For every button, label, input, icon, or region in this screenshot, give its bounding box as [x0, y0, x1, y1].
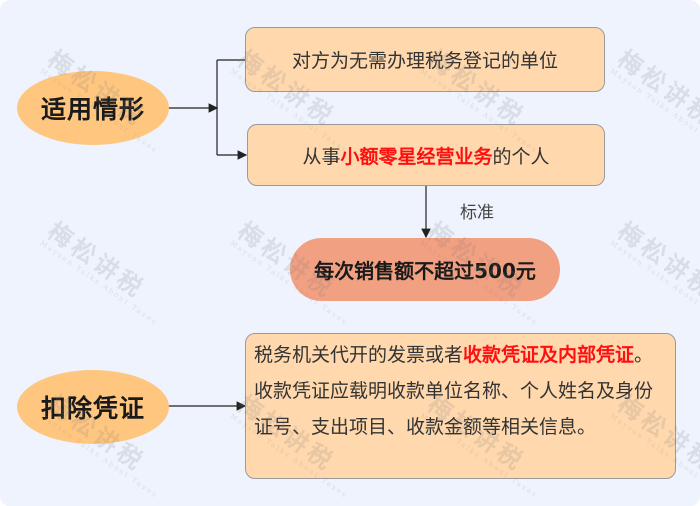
detail-prefix: 税务机关代开的发票或者 [254, 344, 464, 366]
detail-highlight: 收款凭证及内部凭证 [463, 344, 635, 366]
node-applicable-situations: 适用情形 [17, 71, 169, 145]
node-label-highlight: 小额零星经营业务 [340, 145, 493, 168]
node-voucher-detail: 税务机关代开的发票或者收款凭证及内部凭证。收款凭证应载明收款单位名称、个人姓名及… [245, 333, 676, 479]
node-label-suffix: 的个人 [492, 145, 550, 168]
node-label: 适用情形 [40, 95, 145, 124]
node-standard: 每次销售额不超过500元 [290, 238, 560, 301]
node-label-prefix: 从事 [302, 145, 341, 168]
node-situation-1: 对方为无需办理税务登记的单位 [245, 27, 605, 92]
voucher-detail-text: 税务机关代开的发票或者收款凭证及内部凭证。收款凭证应载明收款单位名称、个人姓名及… [254, 337, 667, 445]
node-label: 每次销售额不超过500元 [314, 259, 536, 283]
detail-suffix: 。收款凭证应载明收款单位名称、个人姓名及身份证号、支出项目、收款金额等相关信息。 [254, 344, 654, 438]
node-label: 扣除凭证 [40, 394, 145, 423]
edge-label-standard: 标准 [460, 203, 494, 223]
node-label: 对方为无需办理税务登记的单位 [291, 50, 558, 72]
node-deduction-voucher: 扣除凭证 [17, 370, 169, 444]
node-situation-2: 从事小额零星经营业务的个人 [247, 124, 605, 186]
